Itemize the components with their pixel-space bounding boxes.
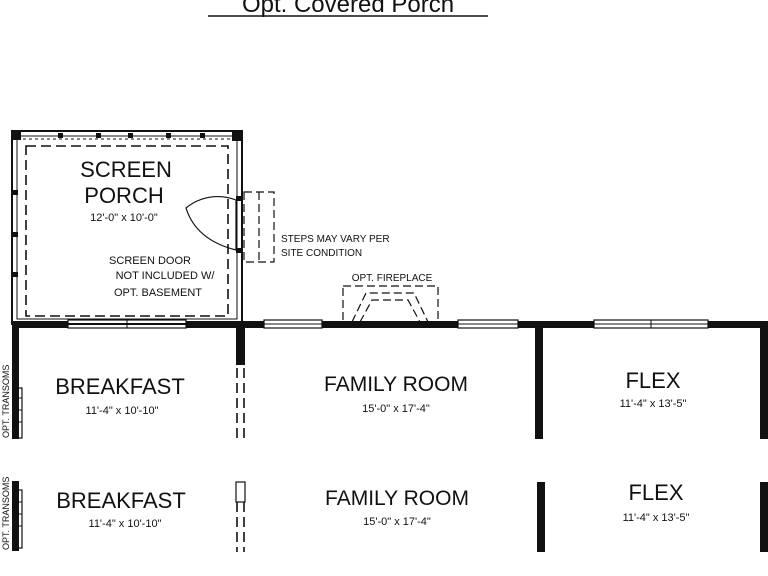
porch-post-top-5 (200, 133, 205, 138)
porch-post-top-1 (58, 133, 63, 138)
upper-interior-wall-bf (236, 321, 245, 365)
upper-exterior-wall-2 (186, 321, 264, 328)
lower-family-name: FAMILY ROOM (325, 487, 469, 510)
porch-dashed-perimeter (25, 145, 229, 317)
screen-porch: SCREEN PORCH 12'-0" x 10'-0" SCREEN DOOR… (11, 130, 243, 325)
fireplace: OPT. FIREPLACE (342, 273, 439, 323)
steps-note-line2: SITE CONDITION (281, 248, 362, 259)
upper-exterior-wall-3 (322, 321, 458, 328)
lower-transom-box (13, 489, 23, 549)
lower-interior-wall-ff (537, 482, 545, 552)
porch-dims: 12'-0" x 10'-0" (90, 212, 158, 224)
porch-post-top-4 (166, 133, 171, 138)
upper-interior-wall-ff (535, 321, 543, 439)
upper-transom-label: OPT. TRANSOMS (1, 365, 11, 438)
upper-family-dims: 15'-0" x 17'-4" (362, 403, 430, 415)
steps-outline (243, 191, 275, 263)
porch-note-line1: SCREEN DOOR (109, 255, 191, 267)
porch-note-line2: NOT INCLUDED W/ (116, 270, 216, 282)
lower-flex-dims: 11'-4" x 13'-5" (623, 512, 690, 524)
lower-breakfast-name: BREAKFAST (56, 488, 186, 513)
porch-post-left-1 (13, 190, 18, 195)
fireplace-outer (342, 285, 439, 323)
upper-plan: OPT. TRANSOMS BREAKFAST 11'-4" x 10'-10"… (1, 319, 768, 440)
upper-breakfast-name: BREAKFAST (55, 374, 185, 399)
lower-interior-wall-bf-top (235, 481, 246, 503)
porch-name-line2: PORCH (84, 183, 163, 208)
upper-exterior-wall-5 (708, 321, 768, 328)
lower-flex-name: FLEX (628, 480, 683, 505)
title-group: Opt. Covered Porch (208, 0, 488, 18)
porch-post-top-2 (96, 133, 101, 138)
porch-post-right-1 (236, 196, 241, 201)
lower-family-dims: 15'-0" x 17'-4" (363, 516, 431, 528)
porch-name-line1: SCREEN (80, 157, 172, 182)
upper-exterior-wall-4 (518, 321, 594, 328)
screen-door-swing (185, 196, 237, 251)
porch-inner-frame (16, 135, 238, 320)
upper-breakfast-dims: 11'-4" x 10'-10" (86, 405, 159, 417)
lower-plan: OPT. TRANSOMS BREAKFAST 11'-4" x 10'-10"… (1, 477, 768, 552)
steps-note-line1: STEPS MAY VARY PER (281, 234, 390, 245)
upper-flex-dims: 11'-4" x 13'-5" (620, 398, 687, 410)
upper-right-wall (760, 321, 768, 439)
fireplace-firebox-inner (359, 299, 421, 323)
lower-left-wall (12, 481, 19, 551)
lower-transom-label: OPT. TRANSOMS (1, 477, 11, 550)
porch-post-tr (232, 131, 242, 141)
porch-note-line3: OPT. BASEMENT (114, 287, 202, 299)
plan-title: Opt. Covered Porch (242, 0, 454, 18)
upper-flex-name: FLEX (625, 368, 680, 393)
fireplace-label: OPT. FIREPLACE (352, 273, 433, 284)
steps: STEPS MAY VARY PER SITE CONDITION (243, 191, 390, 263)
lower-breakfast-dims: 11'-4" x 10'-10" (89, 518, 162, 530)
porch-post-right-2 (236, 248, 241, 253)
lower-right-wall (760, 482, 768, 552)
porch-post-left-2 (13, 232, 18, 237)
porch-post-top-3 (128, 133, 133, 138)
porch-post-left-3 (13, 272, 18, 277)
porch-post-tl (12, 131, 21, 140)
upper-transom-box (13, 387, 23, 439)
upper-family-name: FAMILY ROOM (324, 373, 468, 396)
fireplace-firebox (351, 292, 429, 323)
upper-exterior-wall-1 (12, 321, 68, 328)
upper-left-wall (12, 321, 19, 439)
